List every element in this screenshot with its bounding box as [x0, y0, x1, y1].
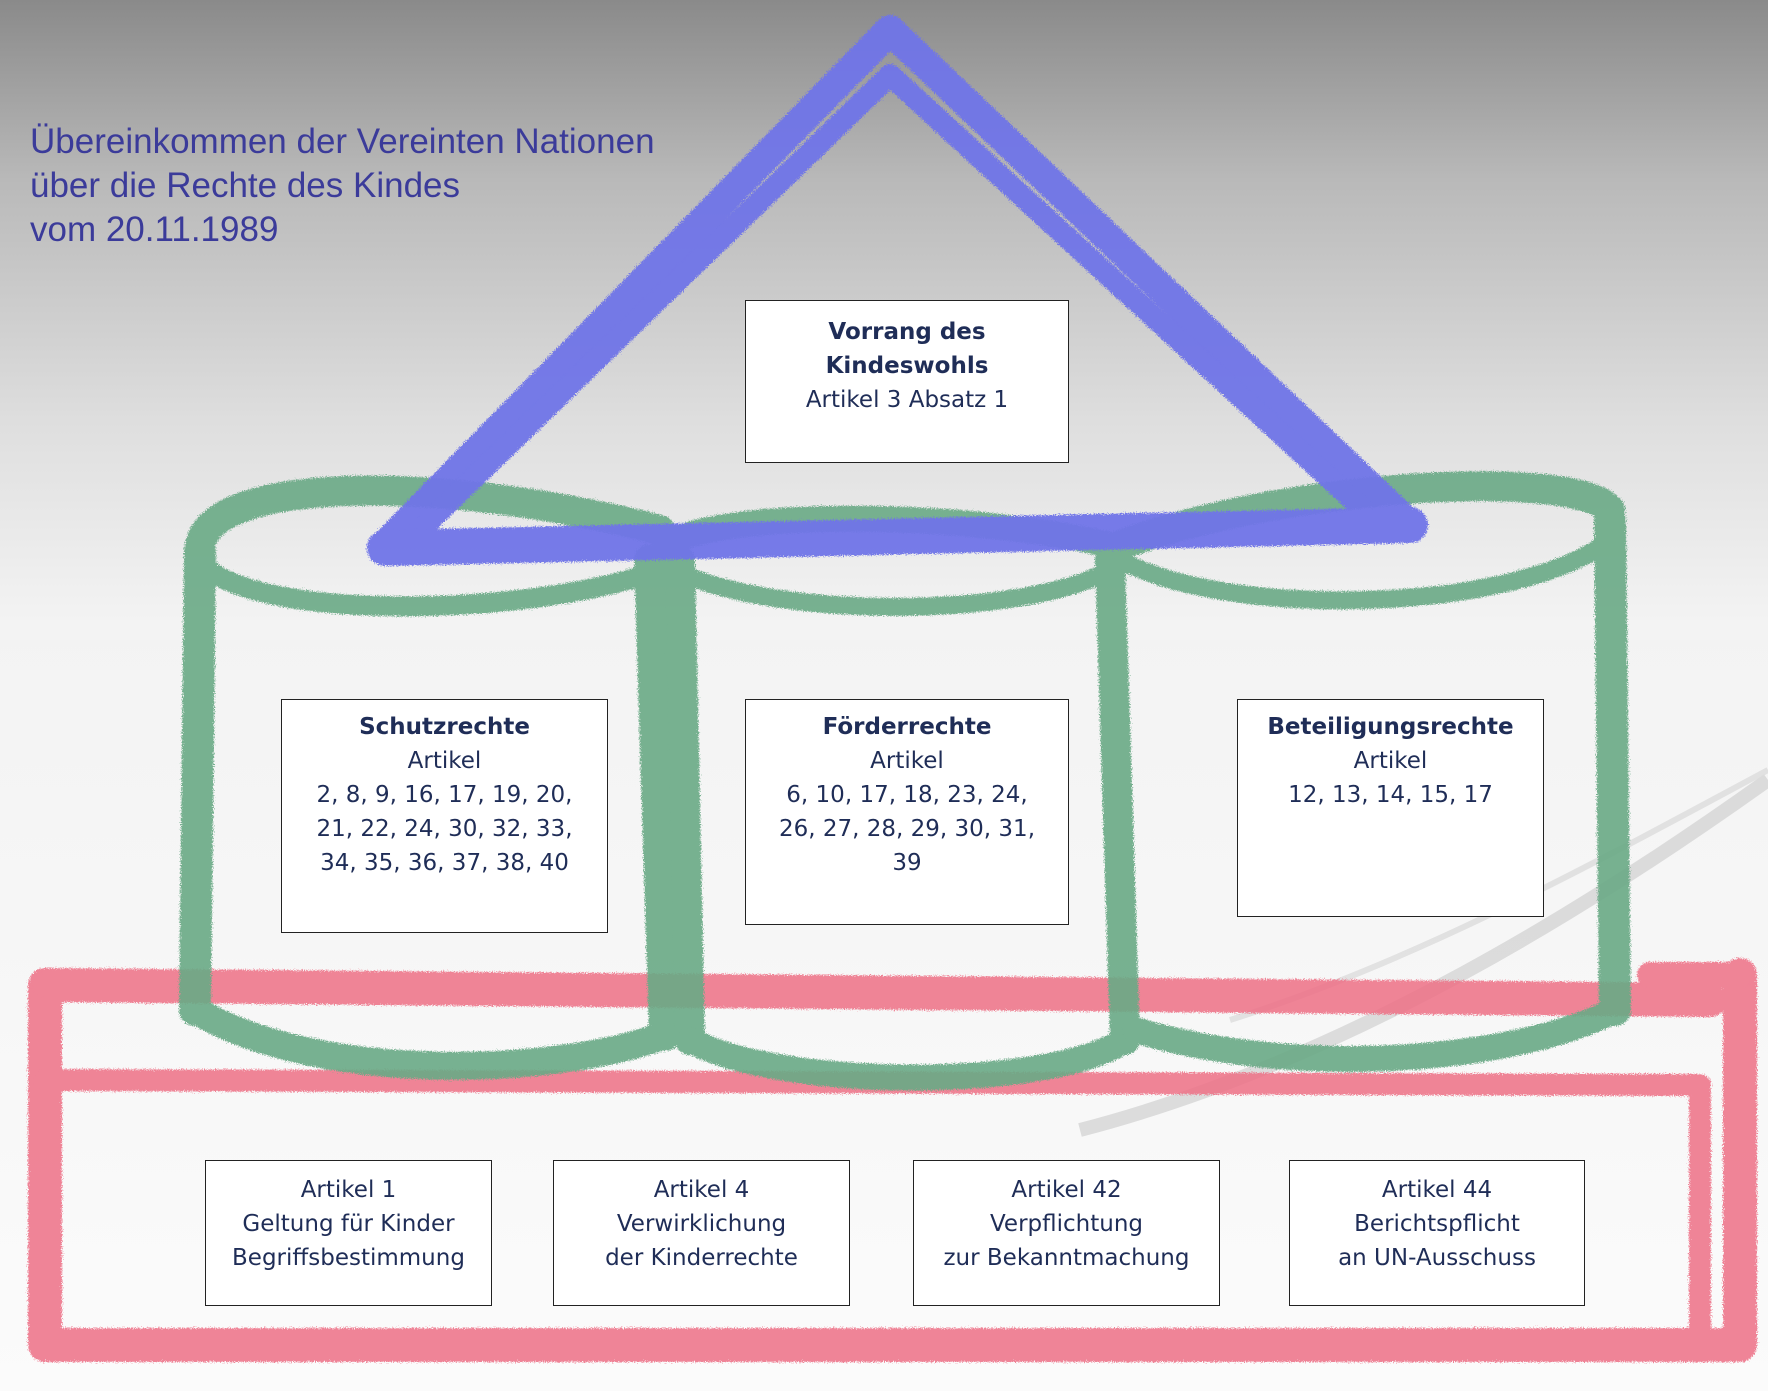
foundation-line: der Kinderrechte: [605, 1245, 798, 1271]
pillar-heading: Schutzrechte: [359, 714, 530, 740]
pillar-subheading: Artikel: [1353, 748, 1428, 774]
title-line-1: Übereinkommen der Vereinten Nationen: [30, 122, 655, 161]
title-line-2: über die Rechte des Kindes: [30, 166, 460, 205]
roof-box: Vorrang des Kindeswohls Artikel 3 Absatz…: [745, 300, 1069, 463]
pillar-articles-line: 2, 8, 9, 16, 17, 19, 20,: [316, 782, 573, 808]
roof-heading-line-2: Kindeswohls: [825, 353, 989, 379]
foundation-line: Artikel 1: [300, 1177, 397, 1203]
foundation-box-artikel-42: Artikel 42 Verpflichtung zur Bekanntmach…: [913, 1160, 1220, 1306]
foundation-line: zur Bekanntmachung: [943, 1245, 1190, 1271]
roof-heading-line-1: Vorrang des: [828, 319, 986, 345]
pillar-subheading: Artikel: [870, 748, 944, 774]
roof-frame: [367, 15, 1428, 566]
pillar-articles-line: 21, 22, 24, 30, 32, 33,: [316, 816, 573, 842]
pillars-frame: [179, 471, 1631, 1091]
pillar-heading: Beteiligungsrechte: [1267, 714, 1514, 740]
foundation-line: Berichtspflicht: [1354, 1211, 1520, 1237]
pillar-heading: Förderrechte: [822, 714, 992, 740]
foundation-box-artikel-44: Artikel 44 Berichtspflicht an UN-Ausschu…: [1289, 1160, 1585, 1306]
foundation-line: Geltung für Kinder: [242, 1211, 455, 1237]
title-line-3: vom 20.11.1989: [30, 210, 279, 249]
foundation-line: Begriffsbestimmung: [232, 1245, 465, 1271]
pillar-subheading: Artikel: [407, 748, 482, 774]
roof-subtitle: Artikel 3 Absatz 1: [805, 387, 1009, 413]
pillar-articles-line: 39: [892, 850, 922, 876]
document-title: Übereinkommen der Vereinten Nationen übe…: [30, 120, 655, 252]
foundation-box-artikel-1: Artikel 1 Geltung für Kinder Begriffsbes…: [205, 1160, 492, 1306]
foundation-line: Verwirklichung: [616, 1211, 787, 1237]
pillar-articles-line: 6, 10, 17, 18, 23, 24,: [786, 782, 1028, 808]
pillar-articles-line: 26, 27, 28, 29, 30, 31,: [778, 816, 1036, 842]
foundation-line: Artikel 44: [1381, 1177, 1493, 1203]
decorative-swoosh: [1078, 774, 1768, 1137]
pillar-box-beteiligungsrechte: Beteiligungsrechte Artikel 12, 13, 14, 1…: [1237, 699, 1544, 917]
pillar-articles-line: 12, 13, 14, 15, 17: [1288, 782, 1493, 808]
pillar-box-foerderrechte: Förderrechte Artikel 6, 10, 17, 18, 23, …: [745, 699, 1069, 925]
pillar-articles-line: 34, 35, 36, 37, 38, 40: [320, 850, 569, 876]
foundation-line: Artikel 42: [1011, 1177, 1122, 1203]
foundation-line: Verpflichtung: [989, 1211, 1144, 1237]
foundation-line: an UN-Ausschuss: [1338, 1245, 1536, 1271]
foundation-line: Artikel 4: [653, 1177, 750, 1203]
foundation-box-artikel-4: Artikel 4 Verwirklichung der Kinderrecht…: [553, 1160, 850, 1306]
foundation-frame: [28, 958, 1757, 1362]
pillar-box-schutzrechte: Schutzrechte Artikel 2, 8, 9, 16, 17, 19…: [281, 699, 608, 933]
